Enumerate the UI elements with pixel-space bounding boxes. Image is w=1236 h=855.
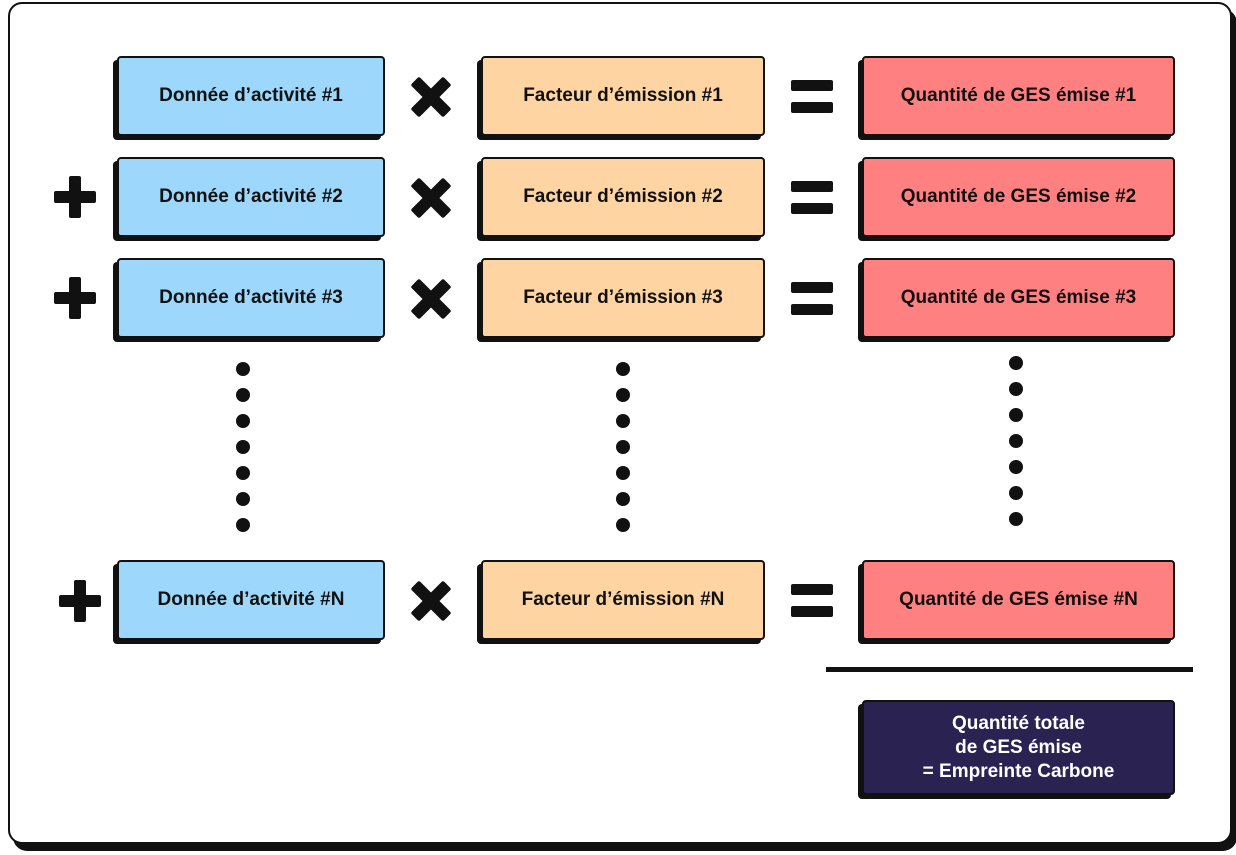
total-line-3: = Empreinte Carbone	[922, 760, 1115, 782]
emission-factor-box-2: Facteur d’émission #2	[481, 157, 765, 237]
activity-data-box-n: Donnée d’activité #N	[117, 560, 385, 640]
total-carbon-footprint-box: Quantité totale de GES émise = Empreinte…	[862, 700, 1175, 795]
ghg-quantity-box-2: Quantité de GES émise #2	[862, 157, 1175, 237]
multiply-icon	[410, 580, 452, 622]
emission-factor-box-1: Facteur d’émission #1	[481, 56, 765, 136]
multiply-icon	[410, 177, 452, 219]
activity-data-box-1: Donnée d’activité #1	[117, 56, 385, 136]
emission-factor-box-n: Facteur d’émission #N	[481, 560, 765, 640]
plus-icon	[54, 176, 96, 218]
total-line-2: de GES émise	[955, 736, 1082, 758]
equals-icon	[791, 181, 833, 215]
activity-data-box-2: Donnée d’activité #2	[117, 157, 385, 237]
plus-icon	[54, 277, 96, 319]
equals-icon	[791, 584, 833, 618]
equals-icon	[791, 282, 833, 316]
ghg-quantity-box-3: Quantité de GES émise #3	[862, 258, 1175, 338]
ghg-quantity-box-1: Quantité de GES émise #1	[862, 56, 1175, 136]
sum-line	[826, 667, 1193, 672]
emission-factor-box-3: Facteur d’émission #3	[481, 258, 765, 338]
multiply-icon	[410, 76, 452, 118]
activity-data-box-3: Donnée d’activité #3	[117, 258, 385, 338]
ghg-quantity-box-n: Quantité de GES émise #N	[862, 560, 1175, 640]
multiply-icon	[410, 278, 452, 320]
plus-icon	[59, 580, 101, 622]
total-line-1: Quantité totale	[951, 712, 1085, 734]
equals-icon	[791, 80, 833, 114]
